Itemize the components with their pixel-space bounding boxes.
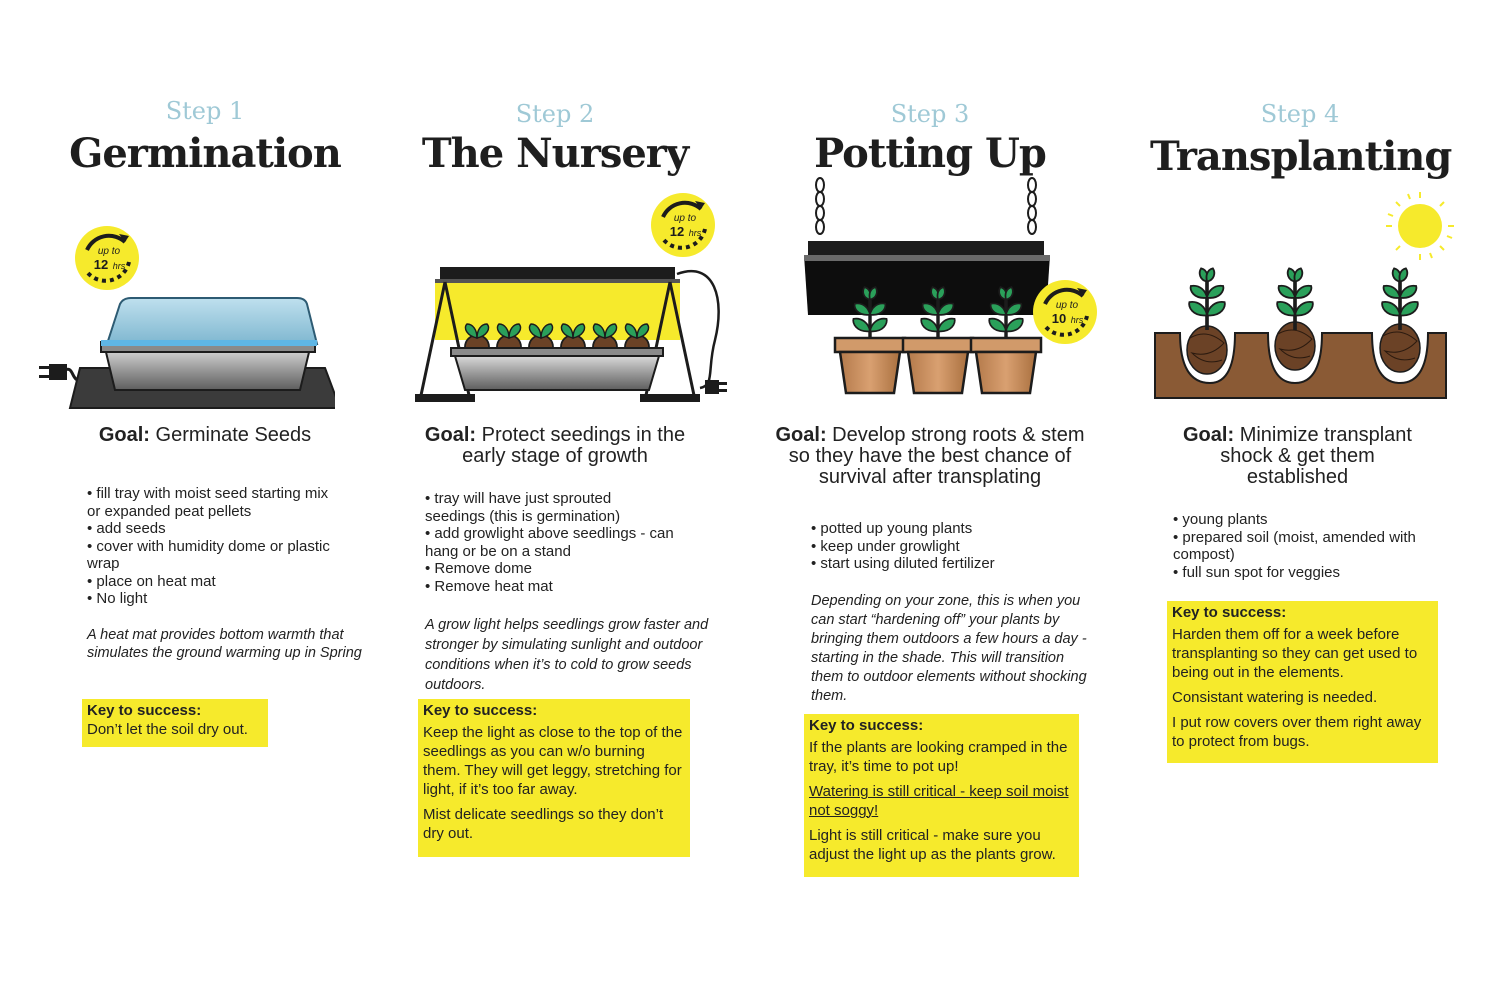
timer-number: 10 bbox=[1052, 311, 1066, 326]
timer-unit: hrs bbox=[689, 228, 702, 238]
step-3-bullets: potted up young plants keep under growli… bbox=[811, 520, 1071, 573]
goal-label: Goal: bbox=[1183, 424, 1235, 446]
list-item: prepared soil (moist, amended with compo… bbox=[1173, 529, 1428, 564]
step-2-label: Step 2 bbox=[515, 100, 595, 128]
key-title: Key to success: bbox=[423, 702, 538, 719]
list-item: young plants bbox=[1173, 511, 1428, 529]
step-3-note: Depending on your zone, this is when you… bbox=[811, 593, 1087, 704]
chain-icon bbox=[815, 177, 1037, 235]
timer-badge: up to 12 hrs bbox=[75, 226, 139, 290]
timer-badge: up to 10 hrs bbox=[1033, 280, 1097, 344]
heat-mat-tray-illustration: up to 12 hrs bbox=[39, 226, 335, 409]
list-item: fill tray with moist seed starting mix o… bbox=[87, 485, 332, 520]
step-4-title: Transplanting bbox=[1150, 133, 1452, 180]
step-2-title: The Nursery bbox=[421, 130, 689, 177]
step-4-label: Step 4 bbox=[1260, 100, 1340, 128]
hanging-light-pots-illustration: up to 10 hrs bbox=[804, 177, 1097, 395]
step-3-title: Potting Up bbox=[814, 130, 1047, 177]
list-item: place on heat mat bbox=[87, 573, 332, 591]
step-2-goal: Goal: Protect seedings in the early stag… bbox=[410, 425, 700, 467]
goal-text: Germinate Seeds bbox=[155, 424, 312, 446]
step-2-column: Step 2 The Nursery up to 12 hrs bbox=[410, 0, 727, 1000]
step-1-goal: Goal: Germinate Seeds bbox=[60, 425, 350, 446]
step-1-key-box: Key to success: Don’t let the soil dry o… bbox=[82, 699, 268, 747]
step-4-bullets: young plants prepared soil (moist, amend… bbox=[1173, 511, 1428, 581]
sun-icon bbox=[1386, 192, 1454, 260]
step-1-column: Step 1 Germination up to 12 hrs Goal: Ge… bbox=[39, 0, 362, 1000]
step-1-bullets: fill tray with moist seed starting mix o… bbox=[87, 485, 332, 608]
key-item: I put row covers over them right away to… bbox=[1172, 714, 1422, 750]
step-2-note: A grow light helps seedlings grow faster… bbox=[425, 617, 709, 693]
growlight-stand-illustration: up to 12 hrs bbox=[415, 193, 727, 402]
step-4-goal: Goal: Minimize transplant shock & get th… bbox=[1170, 425, 1425, 488]
goal-label: Goal: bbox=[424, 424, 477, 446]
goal-label: Goal: bbox=[98, 424, 150, 446]
timer-unit: hrs bbox=[113, 261, 126, 271]
step-4-key-box: Key to success: Harden them off for a we… bbox=[1167, 601, 1438, 763]
timer-top: up to bbox=[1056, 300, 1079, 311]
timer-number: 12 bbox=[94, 257, 108, 272]
goal-text: Minimize transplant shock & get them est… bbox=[1220, 424, 1412, 488]
key-title: Key to success: bbox=[809, 717, 924, 734]
goal-text: Develop strong roots & stem so they have… bbox=[788, 424, 1085, 488]
list-item: potted up young plants bbox=[811, 520, 1071, 538]
list-item: full sun spot for veggies bbox=[1173, 564, 1428, 582]
step-1-title: Germination bbox=[69, 130, 342, 177]
step-3-goal: Goal: Develop strong roots & stem so the… bbox=[770, 425, 1090, 488]
step-2-bullets: tray will have just sprouted seedings (t… bbox=[425, 490, 675, 595]
list-item: cover with humidity dome or plastic wrap bbox=[87, 538, 332, 573]
list-item: tray will have just sprouted seedings (t… bbox=[425, 490, 675, 525]
key-item: Don’t let the soil dry out. bbox=[87, 721, 248, 738]
key-item: Consistant watering is needed. bbox=[1172, 689, 1378, 706]
timer-top: up to bbox=[98, 246, 121, 257]
key-title: Key to success: bbox=[87, 702, 202, 719]
step-4-column: Step 4 Transplanting bbox=[1150, 0, 1454, 1000]
list-item: keep under growlight bbox=[811, 538, 1071, 556]
key-item: Watering is still critical - keep soil m… bbox=[809, 783, 1069, 819]
step-2-key-box: Key to success: Keep the light as close … bbox=[418, 699, 690, 857]
step-3-label: Step 3 bbox=[890, 100, 970, 128]
key-item: Harden them off for a week before transp… bbox=[1172, 626, 1418, 681]
key-title: Key to success: bbox=[1172, 604, 1287, 621]
list-item: add seeds bbox=[87, 520, 332, 538]
timer-number: 12 bbox=[670, 224, 684, 239]
step-3-column: Step 3 Potting Up up to 10 hrs bbox=[770, 0, 1097, 1000]
step-3-key-box: Key to success: If the plants are lookin… bbox=[804, 714, 1079, 877]
goal-label: Goal: bbox=[775, 424, 827, 446]
timer-top: up to bbox=[674, 213, 697, 224]
step-1-note: A heat mat provides bottom warmth that s… bbox=[87, 627, 362, 661]
key-item: Keep the light as close to the top of th… bbox=[423, 724, 683, 798]
list-item: add growlight above seedlings - can hang… bbox=[425, 525, 675, 560]
transplant-soil-illustration bbox=[1154, 192, 1454, 399]
list-item: Remove heat mat bbox=[425, 578, 675, 596]
timer-badge: up to 12 hrs bbox=[651, 193, 715, 257]
timer-unit: hrs bbox=[1071, 315, 1084, 325]
list-item: start using diluted fertilizer bbox=[811, 555, 1071, 573]
key-item: If the plants are looking cramped in the… bbox=[809, 739, 1068, 775]
list-item: No light bbox=[87, 590, 332, 608]
goal-text: Protect seedings in the early stage of g… bbox=[462, 424, 686, 467]
key-item: Mist delicate seedlings so they don’t dr… bbox=[423, 806, 664, 842]
step-1-label: Step 1 bbox=[165, 97, 245, 125]
list-item: Remove dome bbox=[425, 560, 675, 578]
key-item: Light is still critical - make sure you … bbox=[809, 827, 1056, 863]
